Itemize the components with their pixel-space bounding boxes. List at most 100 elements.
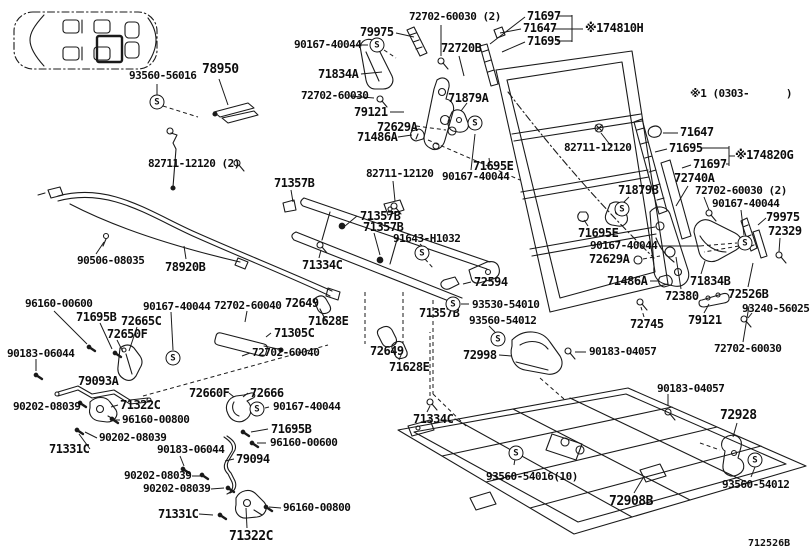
part-label: 79975: [766, 210, 800, 224]
hardware-glyphs: [33, 57, 787, 521]
part-label: 72629A: [589, 252, 630, 266]
part-label: 93560-56016: [129, 69, 197, 82]
leader-line: [703, 303, 710, 314]
leader-line: [170, 311, 174, 351]
screw-symbol: S: [414, 245, 430, 261]
part-label: 71628E: [389, 360, 430, 374]
part-label: 90167-40044: [712, 197, 780, 210]
leader-line: [703, 196, 710, 211]
part-label: 71357B: [274, 176, 315, 190]
part-label: 71879A: [448, 91, 489, 105]
leader-line: [633, 477, 644, 494]
part-72928: [721, 434, 745, 477]
leader-line: [116, 339, 124, 353]
bolt-glyph: [740, 315, 752, 328]
part-label: 90202-08039: [143, 482, 211, 495]
part-label: 78920B: [165, 260, 206, 274]
leader-line: [318, 249, 322, 259]
leader-line: [703, 245, 740, 253]
part-label: 72594: [474, 275, 508, 289]
gas-spring-71305C: [214, 295, 408, 360]
pin-glyph: [249, 440, 260, 449]
part-label: 72666: [250, 386, 284, 400]
leader-line: [427, 139, 521, 181]
part-label: 72908B: [609, 494, 653, 509]
part-label: 71357B: [363, 220, 404, 234]
part-label: 93560-54012: [722, 478, 790, 491]
part-label: 90183-06044: [7, 347, 75, 360]
part-label: 71357B: [360, 209, 401, 223]
leader-line: [675, 256, 682, 290]
leader-line: [392, 180, 396, 202]
part-label: 71305C: [274, 326, 315, 340]
car-overview-icon: [13, 11, 158, 70]
leader-line: [432, 393, 469, 429]
part-label: 79093A: [78, 374, 119, 388]
bracket-72998: [440, 276, 563, 375]
leader-line: [488, 325, 496, 333]
part-label: 72740A: [674, 171, 715, 185]
part-label: 72665C: [121, 314, 162, 328]
part-label: 71322C: [120, 398, 161, 412]
leader-line: [415, 125, 447, 131]
part-label: 72702-60040: [252, 346, 320, 359]
leader-line: [241, 352, 251, 357]
part-label: 71695: [669, 141, 703, 155]
part-label: 90167-40044: [590, 239, 658, 252]
part-label: 72702-60030 (2): [409, 10, 501, 23]
part-label: 72702-60040: [214, 299, 282, 312]
leader-line: [470, 133, 476, 171]
leader-line: [244, 310, 248, 323]
seatback-frame: [495, 50, 669, 313]
cushion-frame-rails: [282, 197, 500, 306]
leader-line: [750, 466, 756, 478]
part-label: 90183-04057: [589, 345, 657, 358]
part-label: 96160-00600: [270, 436, 338, 449]
leader-line: [778, 237, 781, 253]
part-label: 79975: [360, 25, 394, 39]
pin-glyph: [263, 504, 274, 513]
leader-line: [383, 49, 397, 59]
part-label: 71334C: [413, 412, 454, 426]
bolt-glyph: [376, 95, 388, 108]
leader-line: [183, 245, 187, 260]
leader-line: [349, 95, 375, 99]
leader-line: [110, 404, 119, 408]
leader-line: [539, 377, 565, 400]
part-label: 71486A: [607, 274, 648, 288]
screw-symbol: S: [614, 201, 630, 217]
pin-glyph: [74, 427, 85, 436]
pin-glyph: [33, 372, 44, 381]
part-label: 90167-40044: [294, 38, 362, 51]
screw-symbol: S: [737, 235, 753, 251]
part-label: 91643-H1032: [393, 232, 461, 245]
part-label: 72329: [768, 224, 802, 238]
leader-line: [600, 132, 612, 147]
screw-symbol: S: [149, 94, 165, 110]
pin-glyph: [217, 512, 228, 521]
part-label: 71697: [693, 157, 727, 171]
screw-symbol: S: [165, 350, 181, 366]
leader-line: [78, 433, 91, 450]
part-label: 72998: [463, 348, 497, 362]
part-label: ※1 (0303- ): [690, 87, 793, 100]
part-78950: [212, 102, 259, 124]
leader-line: [228, 392, 235, 398]
leader-line: [747, 262, 754, 288]
part-label: 71695B: [271, 422, 312, 436]
leader-line: [488, 157, 491, 166]
bolt-glyph: [426, 398, 438, 411]
part-label: 72649: [370, 344, 404, 358]
leader-line: [84, 431, 98, 439]
bolt-glyph: [775, 251, 787, 264]
part-label: 71834B: [690, 274, 731, 288]
leader-line: [757, 217, 767, 226]
leader-line: [162, 105, 199, 118]
part-label: 71695B: [76, 310, 117, 324]
bolt-glyph: [636, 298, 648, 311]
part-label: 72660F: [189, 386, 230, 400]
part-label: 72702-60030 (2): [695, 184, 787, 197]
leader-line: [397, 134, 413, 138]
pin-glyph: [109, 416, 120, 425]
